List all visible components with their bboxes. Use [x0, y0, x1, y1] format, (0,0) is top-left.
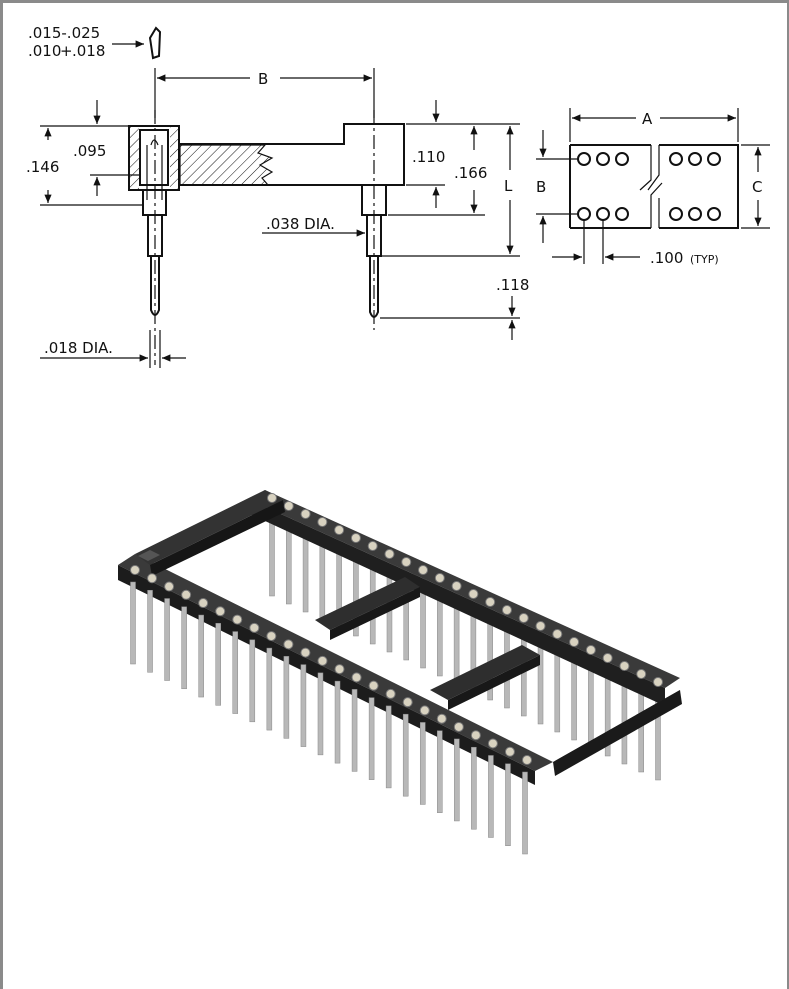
dim-a-label: A	[642, 110, 653, 128]
plating-max-label: .018	[72, 42, 105, 60]
dim-c-label: C	[752, 178, 762, 196]
dim-100-label: .100	[650, 249, 683, 267]
plating-thickness-label: .015-.025	[28, 24, 100, 42]
plating-section-icon	[148, 26, 162, 60]
dim-118-label: .118	[496, 276, 529, 294]
dim-typ-label: (TYP)	[690, 253, 719, 266]
plating-plus-icon: +	[60, 42, 73, 60]
dim-l-label: L	[504, 177, 513, 195]
dim-038-label: .038 DIA.	[266, 215, 335, 233]
plating-min-label: .010	[28, 42, 61, 60]
dimension-drawing: .015-.025 .010 + .018 B .146 .095 .110 .…	[26, 24, 770, 368]
dim-095-label: .095	[73, 142, 106, 160]
dim-166-label: .166	[454, 164, 487, 182]
dim-b-top-label: B	[258, 70, 268, 88]
dim-110-label: .110	[412, 148, 445, 166]
top-view-holes	[577, 152, 721, 221]
dim-146-label: .146	[26, 158, 59, 176]
dim-b-side-label: B	[536, 178, 546, 196]
dim-018-label: .018 DIA.	[44, 339, 113, 357]
